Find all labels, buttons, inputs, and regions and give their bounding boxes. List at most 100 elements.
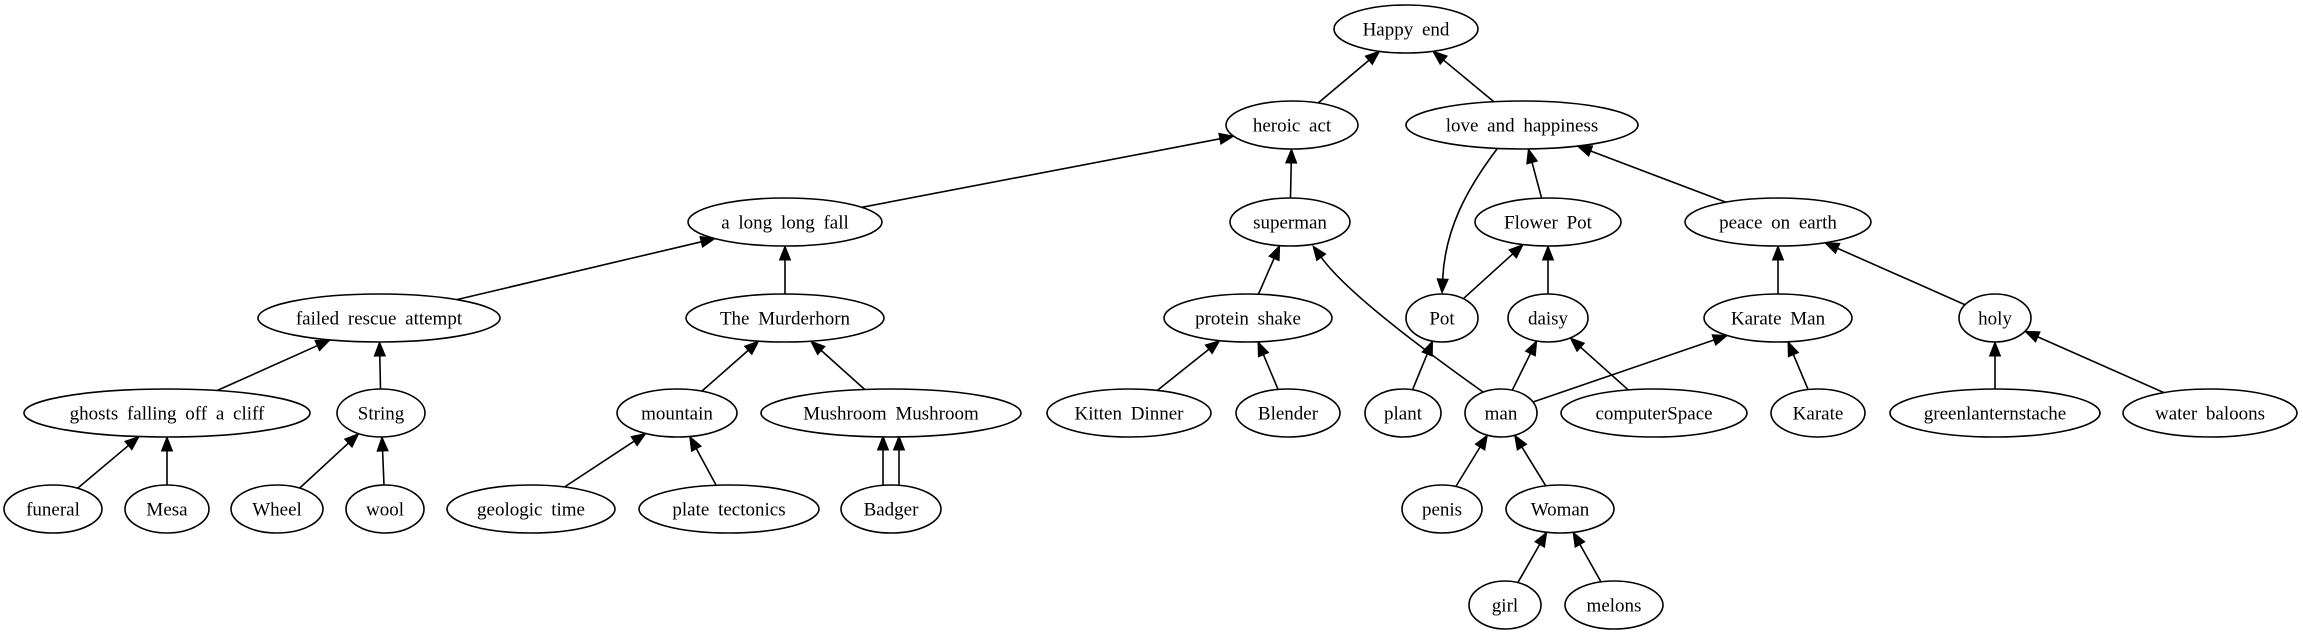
node-ellipse [1046,388,1212,438]
node-label: funeral [26,500,80,521]
arrowhead-icon [1524,339,1538,357]
edge-line [1441,148,1498,280]
node-the-murderhorn: The Murderhorn [685,293,885,343]
edge-geologic-time-to-mountain [564,432,647,488]
edge-line [1521,446,1547,487]
edge-love-and-happiness-to-happy-end [1431,50,1495,103]
edge-superman-to-heroic-act [1284,147,1298,199]
edge-line [2037,336,2165,394]
edge-badger-to-mushroom-mushroom [876,434,890,485]
edge-line [695,448,717,486]
node-ellipse [685,293,885,343]
arrowhead-icon [1218,132,1235,146]
edge-line [1443,59,1495,103]
node-ellipse [1770,388,1866,438]
edge-line [1156,348,1210,392]
node-wool: wool [345,484,425,534]
node-label: ghosts falling off a cliff [70,404,265,425]
edge-flower-pot-to-love-and-happiness [1526,147,1543,199]
edge-man-to-daisy [1511,339,1538,391]
node-flower-pot: Flower Pot [1474,197,1622,247]
arrowhead-icon [1534,531,1548,548]
node-blender: Blender [1235,388,1341,438]
node-penis: penis [1401,484,1483,534]
arrowhead-icon [1268,244,1281,262]
edge-heroic-act-to-happy-end [1317,50,1381,104]
edge-protein-shake-to-superman [1257,244,1281,295]
node-ellipse [345,484,425,534]
node-ellipse [616,388,738,438]
node-ellipse [1474,197,1622,247]
node-label: The Murderhorn [720,309,851,330]
node-happy-end: Happy end [1333,4,1479,54]
node-mushroom-mushroom: Mushroom Mushroom [760,388,1022,438]
edge-line [1289,162,1293,199]
node-ghosts-falling-off-a-cliff: ghosts falling off a cliff [23,388,311,438]
edge-mesa-to-ghosts-falling-off-a-cliff [160,435,174,485]
node-string: String [336,388,426,438]
node-badger: Badger [840,484,942,534]
node-label: Badger [864,500,920,521]
arrowhead-icon [699,235,717,248]
arrowhead-icon [1823,242,1841,255]
edge-kitten-dinner-to-protein-shake [1156,339,1221,392]
arrowhead-icon [123,435,141,451]
node-ellipse [1560,388,1748,438]
arrowhead-icon [1526,147,1539,165]
node-karate: Karate [1770,388,1866,438]
edge-line [1517,544,1541,583]
node-wheel: Wheel [230,484,324,534]
node-label: String [358,404,405,425]
edge-mountain-to-the-murderhorn [701,340,760,392]
arrowhead-icon [373,340,387,357]
node-label: daisy [1528,309,1569,330]
node-love-and-happiness: love and happiness [1405,100,1639,150]
edge-line [1411,353,1428,391]
node-holy: holy [1958,293,2032,343]
node-label: failed rescue attempt [296,309,463,330]
arrowhead-icon [1513,434,1528,451]
node-ellipse [687,197,883,247]
arrowhead-icon [1474,434,1489,451]
edge-girl-to-woman [1517,531,1548,583]
node-label: plate tectonics [672,500,785,521]
node-ellipse [1401,484,1483,534]
edge-line [1257,258,1275,295]
node-label: Karate [1793,404,1844,425]
edge-line [861,138,1220,209]
edge-line [379,355,382,390]
node-computerspace: computerSpace [1560,388,1748,438]
arrowhead-icon [1436,278,1449,295]
edge-line [1580,346,1629,391]
node-ellipse [638,484,820,534]
arrowhead-icon [1364,50,1381,66]
arrowhead-icon [809,340,826,356]
arrowhead-icon [892,434,906,451]
node-ellipse [2122,388,2298,438]
node-funeral: funeral [3,484,103,534]
node-label: mountain [641,404,713,425]
node-ellipse [446,484,616,534]
node-kitten-dinner: Kitten Dinner [1046,388,1212,438]
arrowhead-icon [1284,147,1298,164]
node-ellipse [1564,580,1664,630]
node-protein-shake: protein shake [1163,293,1333,343]
edge-string-to-failed-rescue-attempt [373,340,387,390]
node-daisy: daisy [1507,293,1589,343]
edge-computerspace-to-daisy [1569,337,1629,391]
node-mountain: mountain [616,388,738,438]
node-ellipse [1225,100,1359,150]
edge-woman-to-man [1513,434,1547,487]
edge-failed-rescue-attempt-to-a-long-long-fall [456,235,717,301]
node-ellipse [1958,293,2032,343]
node-label: Blender [1258,404,1319,425]
edge-man-to-karate-man [1532,334,1729,403]
node-label: girl [1492,596,1518,617]
node-ellipse [1163,293,1333,343]
arrowhead-icon [1988,340,2002,357]
node-ellipse [1333,4,1479,54]
arrowhead-icon [1711,334,1729,347]
edge-line [456,241,702,301]
edge-line [820,349,866,391]
